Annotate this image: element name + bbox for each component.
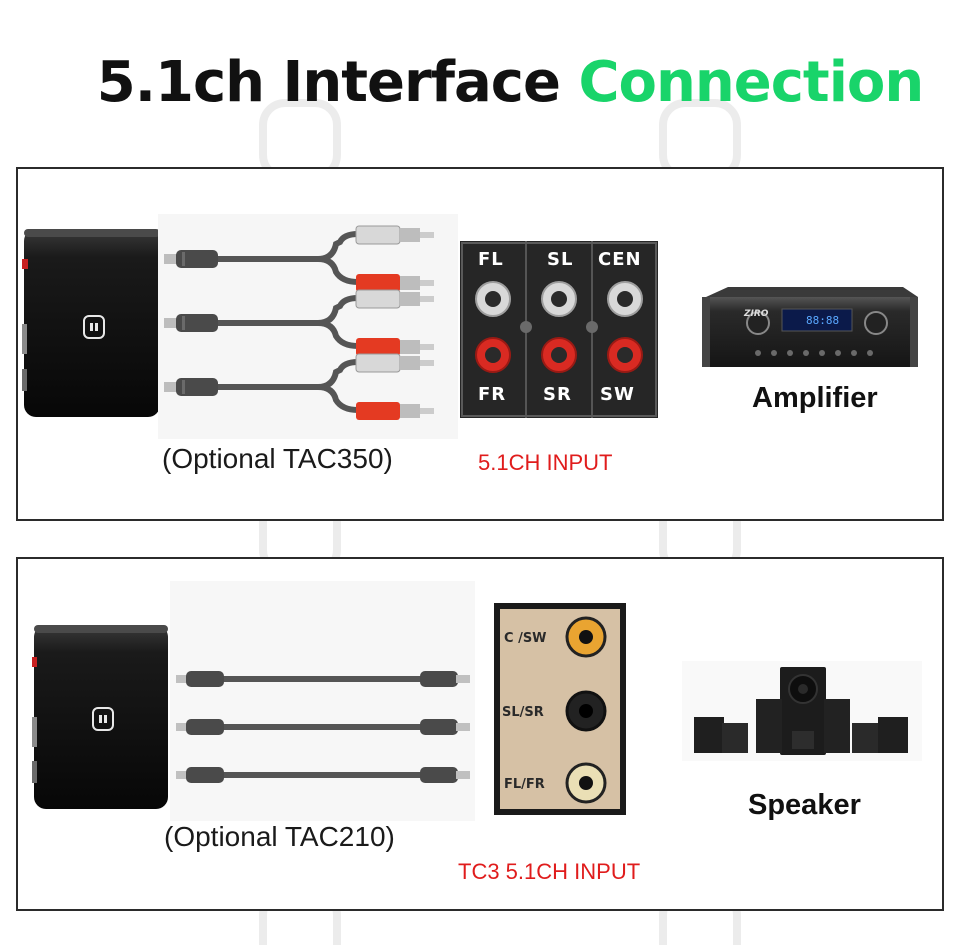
amplifier-label: Amplifier bbox=[752, 382, 878, 414]
jack-label-fl: FL bbox=[478, 249, 504, 270]
jack-panel-image bbox=[460, 241, 658, 418]
jack-label-sl: SL bbox=[547, 249, 574, 270]
device-logo-icon bbox=[83, 315, 105, 339]
aux-cable-icon bbox=[170, 581, 475, 821]
jack-label-sr: SR bbox=[543, 384, 572, 405]
top-connection-panel: FL SL CEN FR SR SW ZIRO 88:88 Amplifier … bbox=[16, 167, 944, 521]
speaker-system-image bbox=[682, 661, 922, 761]
tc3-label-csw: C /SW bbox=[504, 631, 547, 646]
tc3-jack-panel-image bbox=[494, 603, 626, 815]
device-logo-icon bbox=[92, 707, 114, 731]
tac350-caption: (Optional TAC350) bbox=[162, 443, 393, 474]
amp-brand: ZIRO bbox=[744, 309, 769, 319]
page-title: 5.1ch Interface Connection bbox=[0, 50, 960, 115]
tc3-label-slsr: SL/SR bbox=[502, 705, 544, 720]
jack-label-sw: SW bbox=[600, 384, 635, 405]
title-accent: Connection bbox=[578, 50, 924, 115]
bottom-input-label: TC3 5.1CH INPUT bbox=[458, 859, 641, 884]
jack-label-cen: CEN bbox=[598, 249, 642, 270]
title-main: 5.1ch Interface bbox=[96, 50, 561, 115]
bottom-connection-panel: C /SW SL/SR FL/FR Speaker (Optional TAC2… bbox=[16, 557, 944, 911]
amplifier-image bbox=[702, 287, 918, 367]
speaker-label: Speaker bbox=[748, 789, 861, 821]
tac210-caption: (Optional TAC210) bbox=[164, 821, 395, 852]
rca-cable-icon bbox=[158, 214, 458, 439]
jack-label-fr: FR bbox=[478, 384, 507, 405]
top-input-label: 5.1CH INPUT bbox=[478, 450, 613, 475]
amp-display: 88:88 bbox=[806, 314, 840, 327]
tc3-label-flfr: FL/FR bbox=[504, 777, 545, 792]
